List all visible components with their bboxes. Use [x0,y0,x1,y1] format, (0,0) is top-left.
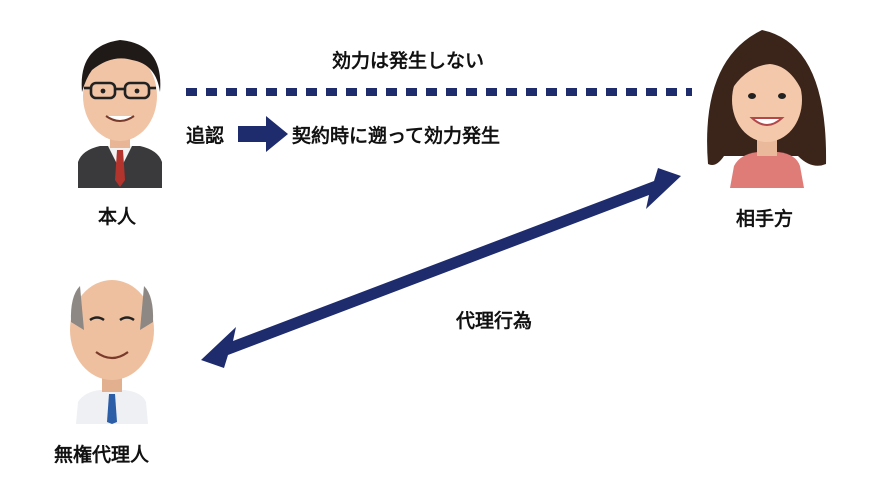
agency-double-arrow [201,168,681,368]
unauthorized-agent-label: 無権代理人 [54,444,150,466]
counterparty-label: 相手方 [736,208,794,230]
principal-label: 本人 [98,206,137,228]
ratification-arrow [238,116,288,152]
principal-avatar [78,40,162,188]
unauthorized-agent-avatar [70,280,154,424]
no-effect-label: 効力は発生しない [332,50,485,72]
retroactive-effect-label: 契約時に遡って効力発生 [292,125,501,147]
agency-act-label: 代理行為 [456,310,533,332]
ratification-label: 追認 [186,125,225,147]
counterparty-avatar [707,30,827,188]
